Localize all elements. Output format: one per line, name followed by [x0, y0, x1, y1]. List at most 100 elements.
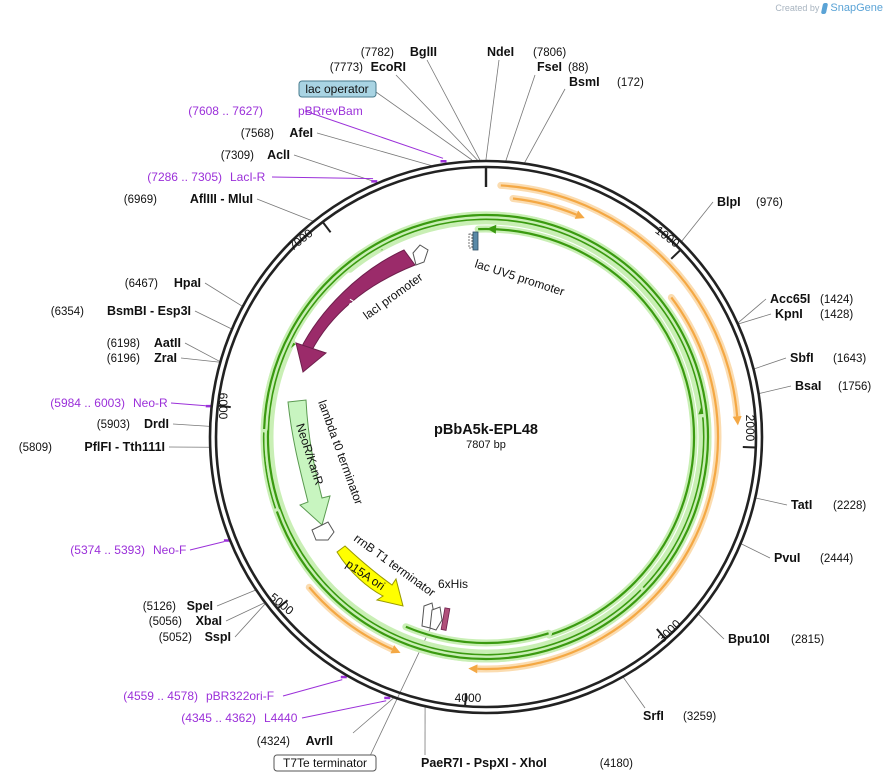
- site-pos-paer7i-pspxi-xhoi: (4180): [600, 758, 633, 770]
- site-pos-pflfi-tth111i: (5809): [19, 442, 52, 454]
- site-name-bpu10i[interactable]: Bpu10I: [728, 632, 770, 646]
- orf-green-inner[interactable]: [478, 227, 696, 637]
- tick-label-2000: 2000: [743, 415, 757, 442]
- site-pos-bsmi: (172): [617, 77, 644, 89]
- tick-label-3000: 3000: [655, 617, 684, 646]
- primer-name-l4440[interactable]: L4440: [264, 711, 298, 725]
- site-name-spei[interactable]: SpeI: [187, 599, 213, 613]
- site-pos-sspi: (5052): [159, 632, 192, 644]
- site-pos-pvui: (2444): [820, 553, 853, 565]
- site-name-drdi[interactable]: DrdI: [144, 417, 169, 431]
- leader-srfi: [622, 676, 646, 709]
- site-pos-ecori: (7773): [330, 62, 363, 74]
- orf-orange-lowerleft-arrowhead: [390, 645, 401, 654]
- lambda-t0-terminator-feature[interactable]: [311, 521, 335, 541]
- credit-prefix: Created by: [775, 3, 820, 13]
- plasmid-length: 7807 bp: [466, 439, 506, 451]
- terminator-small-feature[interactable]: [429, 606, 443, 631]
- site-name-blpi[interactable]: BlpI: [717, 195, 741, 209]
- site-name-paer7i-pspxi-xhoi[interactable]: PaeR7I - PspXI - XhoI: [421, 756, 547, 770]
- site-name-hpai[interactable]: HpaI: [174, 276, 201, 290]
- orf-green-inner-arrowhead: [487, 224, 497, 234]
- site-name-ndei[interactable]: NdeI: [487, 45, 514, 59]
- orf-outer-orange-arrowhead: [732, 416, 742, 426]
- leader-drdi: [172, 423, 211, 427]
- leader-bglii: [426, 59, 481, 162]
- leader-sbfi: [753, 357, 787, 370]
- site-name-sbfi[interactable]: SbfI: [790, 351, 814, 365]
- site-pos-srfi: (3259): [683, 711, 716, 723]
- site-name-avrii[interactable]: AvrII: [306, 734, 333, 748]
- leader-xbai: [225, 602, 266, 622]
- primer-name-pbrrevbam[interactable]: pBRrevBam: [298, 104, 363, 118]
- site-name-pflfi-tth111i[interactable]: PflFI - Tth111I: [84, 440, 165, 454]
- leader-pvui: [740, 543, 771, 559]
- tick-mark-6000: [217, 404, 231, 409]
- primer-name-pbr322ori-f[interactable]: pBR322ori-F: [206, 689, 274, 703]
- tick-label-4000: 4000: [455, 691, 482, 705]
- site-pos-ndei: (7806): [533, 47, 566, 59]
- orf-orange-lowerleft-halo: [305, 583, 396, 653]
- orf-orange-short[interactable]: [512, 197, 577, 216]
- primer-range-l4440: (4345 .. 4362): [181, 711, 256, 725]
- orf-outer-orange[interactable]: [500, 184, 739, 417]
- primer-leader-laci-r: [271, 176, 374, 180]
- leader-hpai: [204, 282, 243, 307]
- site-pos-bsai: (1756): [838, 381, 871, 393]
- lacuv5-promoter-feature[interactable]: [472, 231, 479, 251]
- site-name-xbai[interactable]: XbaI: [196, 614, 222, 628]
- plasmid-name: pBbA5k-EPL48: [434, 422, 538, 438]
- site-name-aatii[interactable]: AatII: [154, 336, 181, 350]
- p15a-ori-feature[interactable]: [336, 545, 404, 607]
- orf-orange-long[interactable]: [477, 296, 720, 671]
- orf-orange-lowerleft[interactable]: [308, 586, 393, 651]
- site-name-ecori[interactable]: EcoRI: [371, 60, 406, 74]
- site-pos-bpu10i: (2815): [791, 634, 824, 646]
- site-pos-sbfi: (1643): [833, 353, 866, 365]
- site-name-srfi[interactable]: SrfI: [643, 709, 664, 723]
- site-name-acli[interactable]: AclI: [267, 148, 290, 162]
- primer-name-laci-r[interactable]: LacI-R: [230, 170, 266, 184]
- snapgene-credit: Created by SnapGene: [775, 2, 883, 14]
- site-name-acc65i[interactable]: Acc65I: [770, 292, 810, 306]
- leader-avrii: [352, 697, 395, 734]
- lac-operator-box[interactable]: [298, 80, 377, 98]
- primer-name-neo-f[interactable]: Neo-F: [153, 543, 186, 557]
- site-name-bsmi[interactable]: BsmI: [569, 75, 600, 89]
- orf-orange-long-arrowhead: [468, 664, 478, 674]
- site-name-bsai[interactable]: BsaI: [795, 379, 821, 393]
- site-name-afliii-mlui[interactable]: AflIII - MluI: [190, 192, 253, 206]
- site-name-sspi[interactable]: SspI: [205, 630, 231, 644]
- leader-ecori: [395, 74, 479, 162]
- primer-name-neo-r[interactable]: Neo-R: [133, 396, 168, 410]
- site-name-kpni[interactable]: KpnI: [775, 307, 803, 321]
- site-name-afei[interactable]: AfeI: [289, 126, 313, 140]
- orf-green-inner-bottom[interactable]: [405, 625, 549, 645]
- site-name-tati[interactable]: TatI: [791, 498, 812, 512]
- 6xhis-feature[interactable]: [440, 607, 451, 631]
- lambda-t0-label: lambda t0 terminator: [315, 398, 366, 506]
- site-name-pvui[interactable]: PvuI: [774, 551, 800, 565]
- orf-green-lowerleft[interactable]: [263, 213, 710, 661]
- leader-ndei: [485, 59, 500, 162]
- leader-zrai: [180, 357, 221, 363]
- leader-blpi: [680, 201, 714, 243]
- orf-green-right[interactable]: [266, 217, 704, 657]
- site-name-bglii[interactable]: BglII: [410, 45, 437, 59]
- leader-bsmbi-esp3i: [194, 310, 233, 330]
- site-name-zrai[interactable]: ZraI: [154, 351, 177, 365]
- 6xhis-label: 6xHis: [438, 577, 468, 591]
- site-name-fsei[interactable]: FseI: [537, 60, 562, 74]
- site-name-bsmbi-esp3i[interactable]: BsmBI - Esp3I: [107, 304, 191, 318]
- tick-label-6000: 6000: [216, 393, 230, 420]
- primer-range-laci-r: (7286 .. 7305): [147, 170, 222, 184]
- site-pos-afei: (7568): [241, 128, 274, 140]
- leader-bsmi: [523, 88, 566, 164]
- laci-arrowhead: [295, 342, 328, 373]
- laci-promoter-feature[interactable]: [412, 244, 429, 266]
- leader-afei: [316, 132, 434, 167]
- t7te-terminator-box[interactable]: [273, 754, 377, 772]
- tick-mark-1000: [670, 249, 682, 260]
- leader-aatii: [184, 342, 221, 363]
- lac-operator-feature[interactable]: [468, 233, 473, 249]
